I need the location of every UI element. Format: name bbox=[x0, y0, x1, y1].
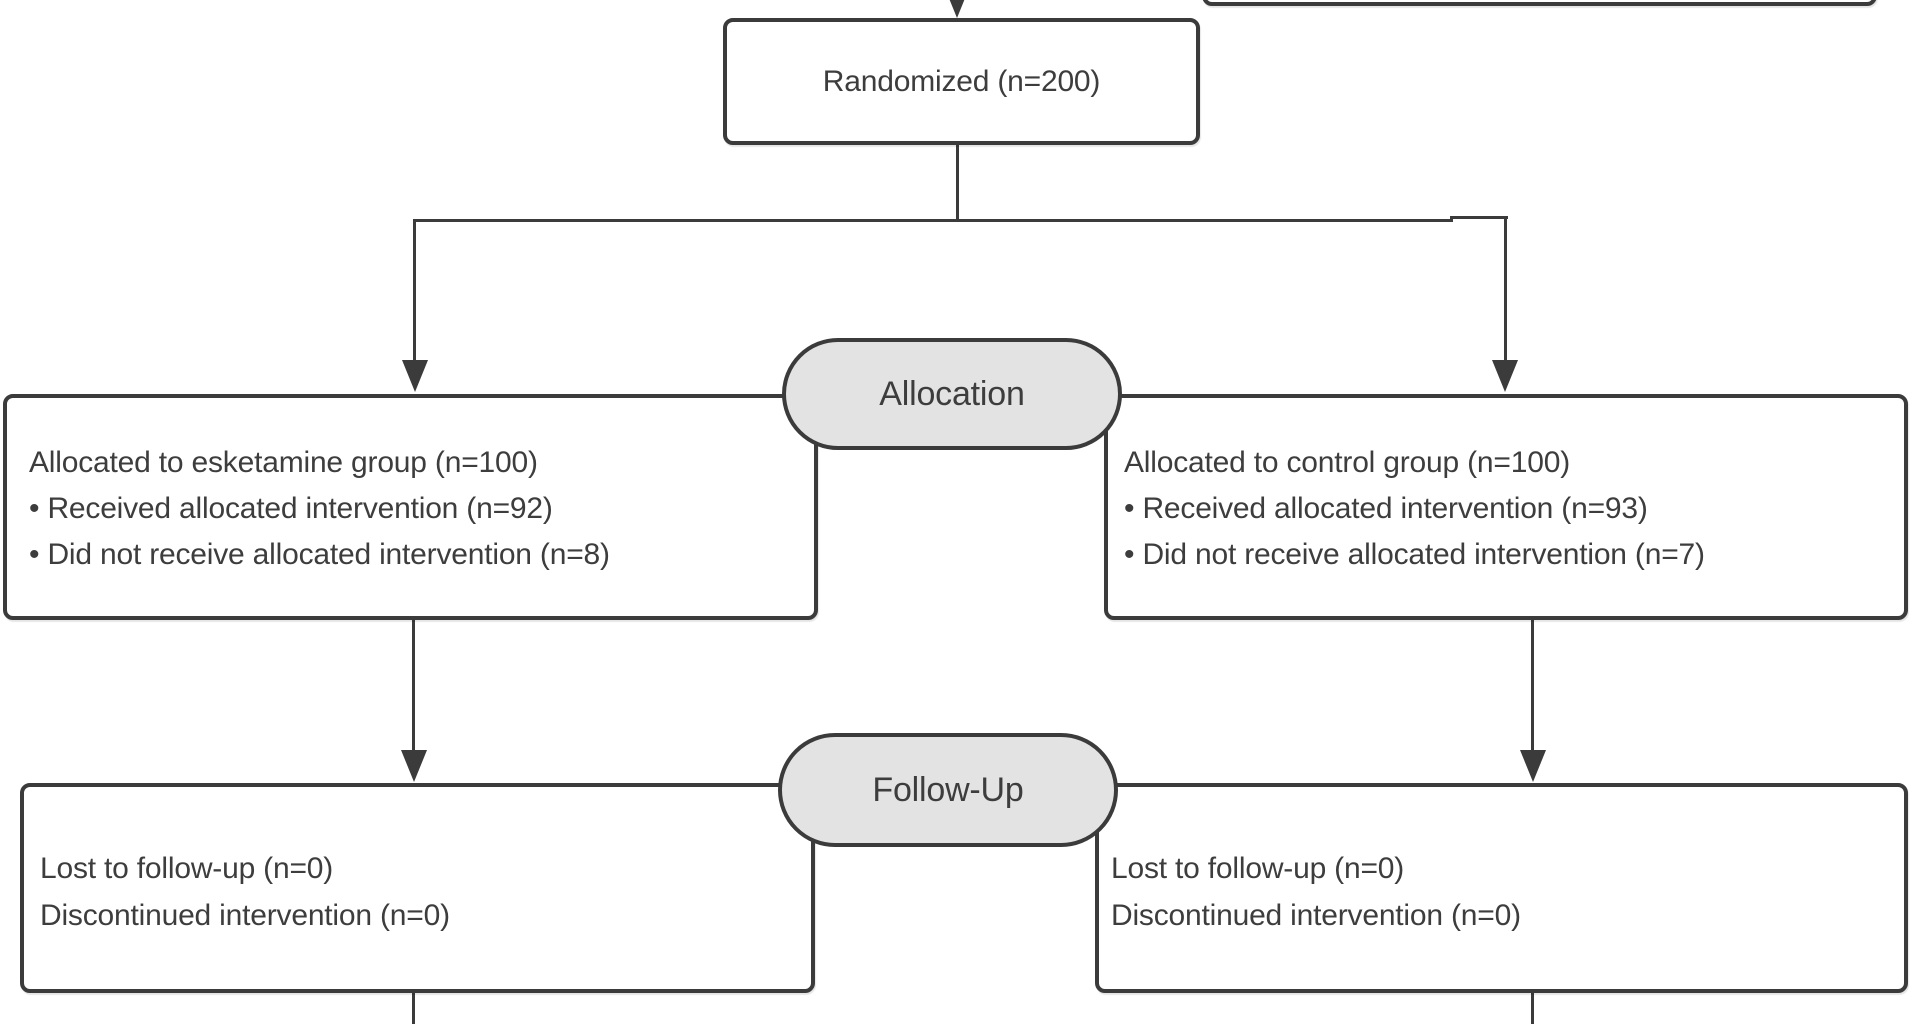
allocation-left-item-2: • Did not receive allocated intervention… bbox=[29, 538, 610, 571]
arrowhead-randomized-entry-icon bbox=[944, 0, 970, 18]
randomized-box: Randomized (n=200) bbox=[723, 18, 1200, 145]
followup-left-box: Lost to follow-up (n=0) Discontinued int… bbox=[20, 783, 815, 993]
allocation-left-item-1: • Received allocated intervention (n=92) bbox=[29, 492, 553, 525]
arrowhead-allocation-right-icon bbox=[1492, 360, 1518, 392]
connector-followup-right bbox=[1531, 620, 1534, 752]
followup-left-line-1: Lost to follow-up (n=0) bbox=[40, 852, 334, 885]
allocation-right-item-2: • Did not receive allocated intervention… bbox=[1124, 538, 1705, 571]
connector-randomized-exit bbox=[956, 143, 959, 221]
allocation-right-box: Allocated to control group (n=100) • Rec… bbox=[1104, 394, 1908, 620]
followup-stage-label: Follow-Up bbox=[872, 770, 1024, 809]
followup-left-line-2: Discontinued intervention (n=0) bbox=[40, 899, 450, 932]
arrowhead-followup-right-icon bbox=[1520, 750, 1546, 782]
connector-exit-left bbox=[412, 993, 415, 1024]
arrowhead-allocation-left-icon bbox=[402, 360, 428, 392]
excluded-box-partial bbox=[1202, 0, 1877, 6]
allocation-stage-label: Allocation bbox=[879, 374, 1025, 413]
arrowhead-followup-left-icon bbox=[401, 750, 427, 782]
followup-right-line-2: Discontinued intervention (n=0) bbox=[1111, 899, 1521, 932]
connector-exit-right bbox=[1531, 991, 1534, 1024]
connector-followup-left bbox=[412, 620, 415, 752]
connector-drop-right bbox=[1504, 216, 1507, 362]
randomized-label: Randomized (n=200) bbox=[822, 64, 1101, 98]
allocation-right-title: Allocated to control group (n=100) bbox=[1124, 446, 1570, 479]
allocation-right-item-1: • Received allocated intervention (n=93) bbox=[1124, 492, 1648, 525]
followup-right-box: Lost to follow-up (n=0) Discontinued int… bbox=[1095, 783, 1908, 993]
followup-right-line-1: Lost to follow-up (n=0) bbox=[1111, 852, 1405, 885]
allocation-left-title: Allocated to esketamine group (n=100) bbox=[29, 446, 538, 479]
allocation-stage-pill: Allocation bbox=[782, 338, 1122, 450]
allocation-left-box: Allocated to esketamine group (n=100) • … bbox=[3, 394, 818, 620]
connector-drop-left bbox=[413, 219, 416, 362]
connector-split-left bbox=[413, 219, 1453, 222]
followup-stage-pill: Follow-Up bbox=[778, 733, 1118, 847]
connector-split-right bbox=[1450, 216, 1508, 219]
